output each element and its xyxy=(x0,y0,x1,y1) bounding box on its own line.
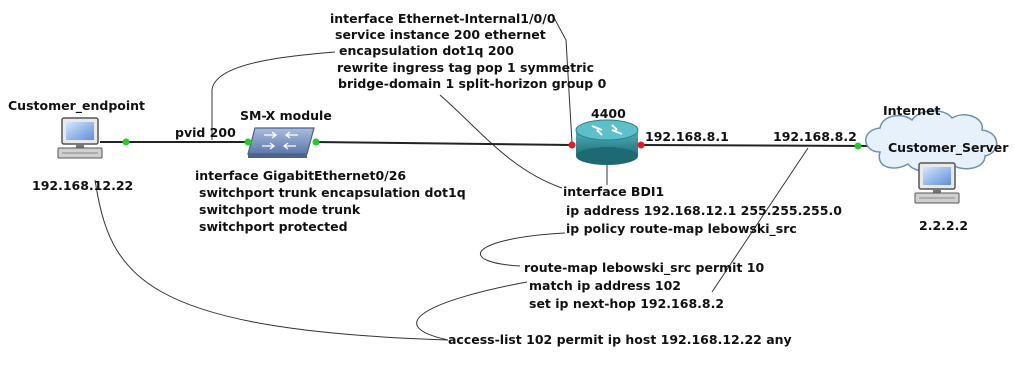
customer-server-label: Customer_Server xyxy=(888,140,1009,156)
customer-server-ip: 2.2.2.2 xyxy=(919,218,968,233)
callout-eth-internal-to-router xyxy=(551,13,573,144)
config-bdi-line: ip address 192.168.12.1 255.255.255.0 xyxy=(566,203,842,218)
config-acl-line: access-list 102 permit ip host 192.168.1… xyxy=(448,332,792,347)
port-status-endpoint xyxy=(122,138,130,146)
callout-policy-to-routemap xyxy=(480,232,566,267)
config-eth-internal-line: interface Ethernet-Internal1/0/0 xyxy=(330,11,556,26)
port-status-router-right xyxy=(637,141,645,149)
smx-switch-icon[interactable] xyxy=(247,127,315,158)
config-eth-internal-line: service instance 200 ethernet xyxy=(335,27,546,42)
internet-cloud-icon[interactable] xyxy=(865,110,998,173)
customer-server-computer-icon[interactable] xyxy=(914,162,960,204)
router-interface-ip: 192.168.8.1 xyxy=(645,129,729,144)
config-route-map-line: route-map lebowski_src permit 10 xyxy=(524,260,764,276)
port-status-switch-left xyxy=(244,138,252,146)
config-eth-internal-line: rewrite ingress tag pop 1 symmetric xyxy=(337,60,594,75)
config-gige-line: switchport trunk encapsulation dot1q xyxy=(199,185,466,200)
link-router-internet xyxy=(639,144,871,147)
port-status-switch-right xyxy=(312,138,320,146)
pvid-label: pvid 200 xyxy=(175,125,236,140)
config-route-map-line: set ip next-hop 192.168.8.2 xyxy=(529,296,724,311)
callout-nexthop-to-peer xyxy=(711,147,809,293)
callout-routemap-to-acl xyxy=(416,281,528,341)
router-icon[interactable] xyxy=(575,119,639,165)
config-bdi-line: ip policy route-map lebowski_src xyxy=(566,221,797,237)
config-bdi-line: interface BDI1 xyxy=(563,184,664,199)
internet-label: Internet xyxy=(883,103,941,118)
config-eth-internal-line: encapsulation dot1q 200 xyxy=(339,43,514,58)
config-gige-line: interface GigabitEthernet0/26 xyxy=(195,168,406,183)
callout-bdi-line xyxy=(439,94,563,189)
customer-endpoint-label: Customer_endpoint xyxy=(8,98,145,114)
link-switch-router xyxy=(312,141,573,146)
callout-eth-internal-to-switch xyxy=(211,51,336,140)
callout-endpoint-to-acl xyxy=(94,179,449,341)
customer-endpoint-ip: 192.168.12.22 xyxy=(32,178,133,193)
customer-endpoint-computer-icon[interactable] xyxy=(57,117,103,159)
config-eth-internal-line: bridge-domain 1 split-horizon group 0 xyxy=(338,76,607,91)
router-label: 4400 xyxy=(591,106,626,121)
peer-interface-ip: 192.168.8.2 xyxy=(773,129,857,144)
config-gige-line: switchport protected xyxy=(199,219,348,234)
port-status-internet xyxy=(854,142,862,150)
config-gige-line: switchport mode trunk xyxy=(199,202,361,217)
port-status-router-left xyxy=(568,141,576,149)
smx-module-label: SM-X module xyxy=(240,108,332,123)
config-route-map-line: match ip address 102 xyxy=(529,278,681,293)
